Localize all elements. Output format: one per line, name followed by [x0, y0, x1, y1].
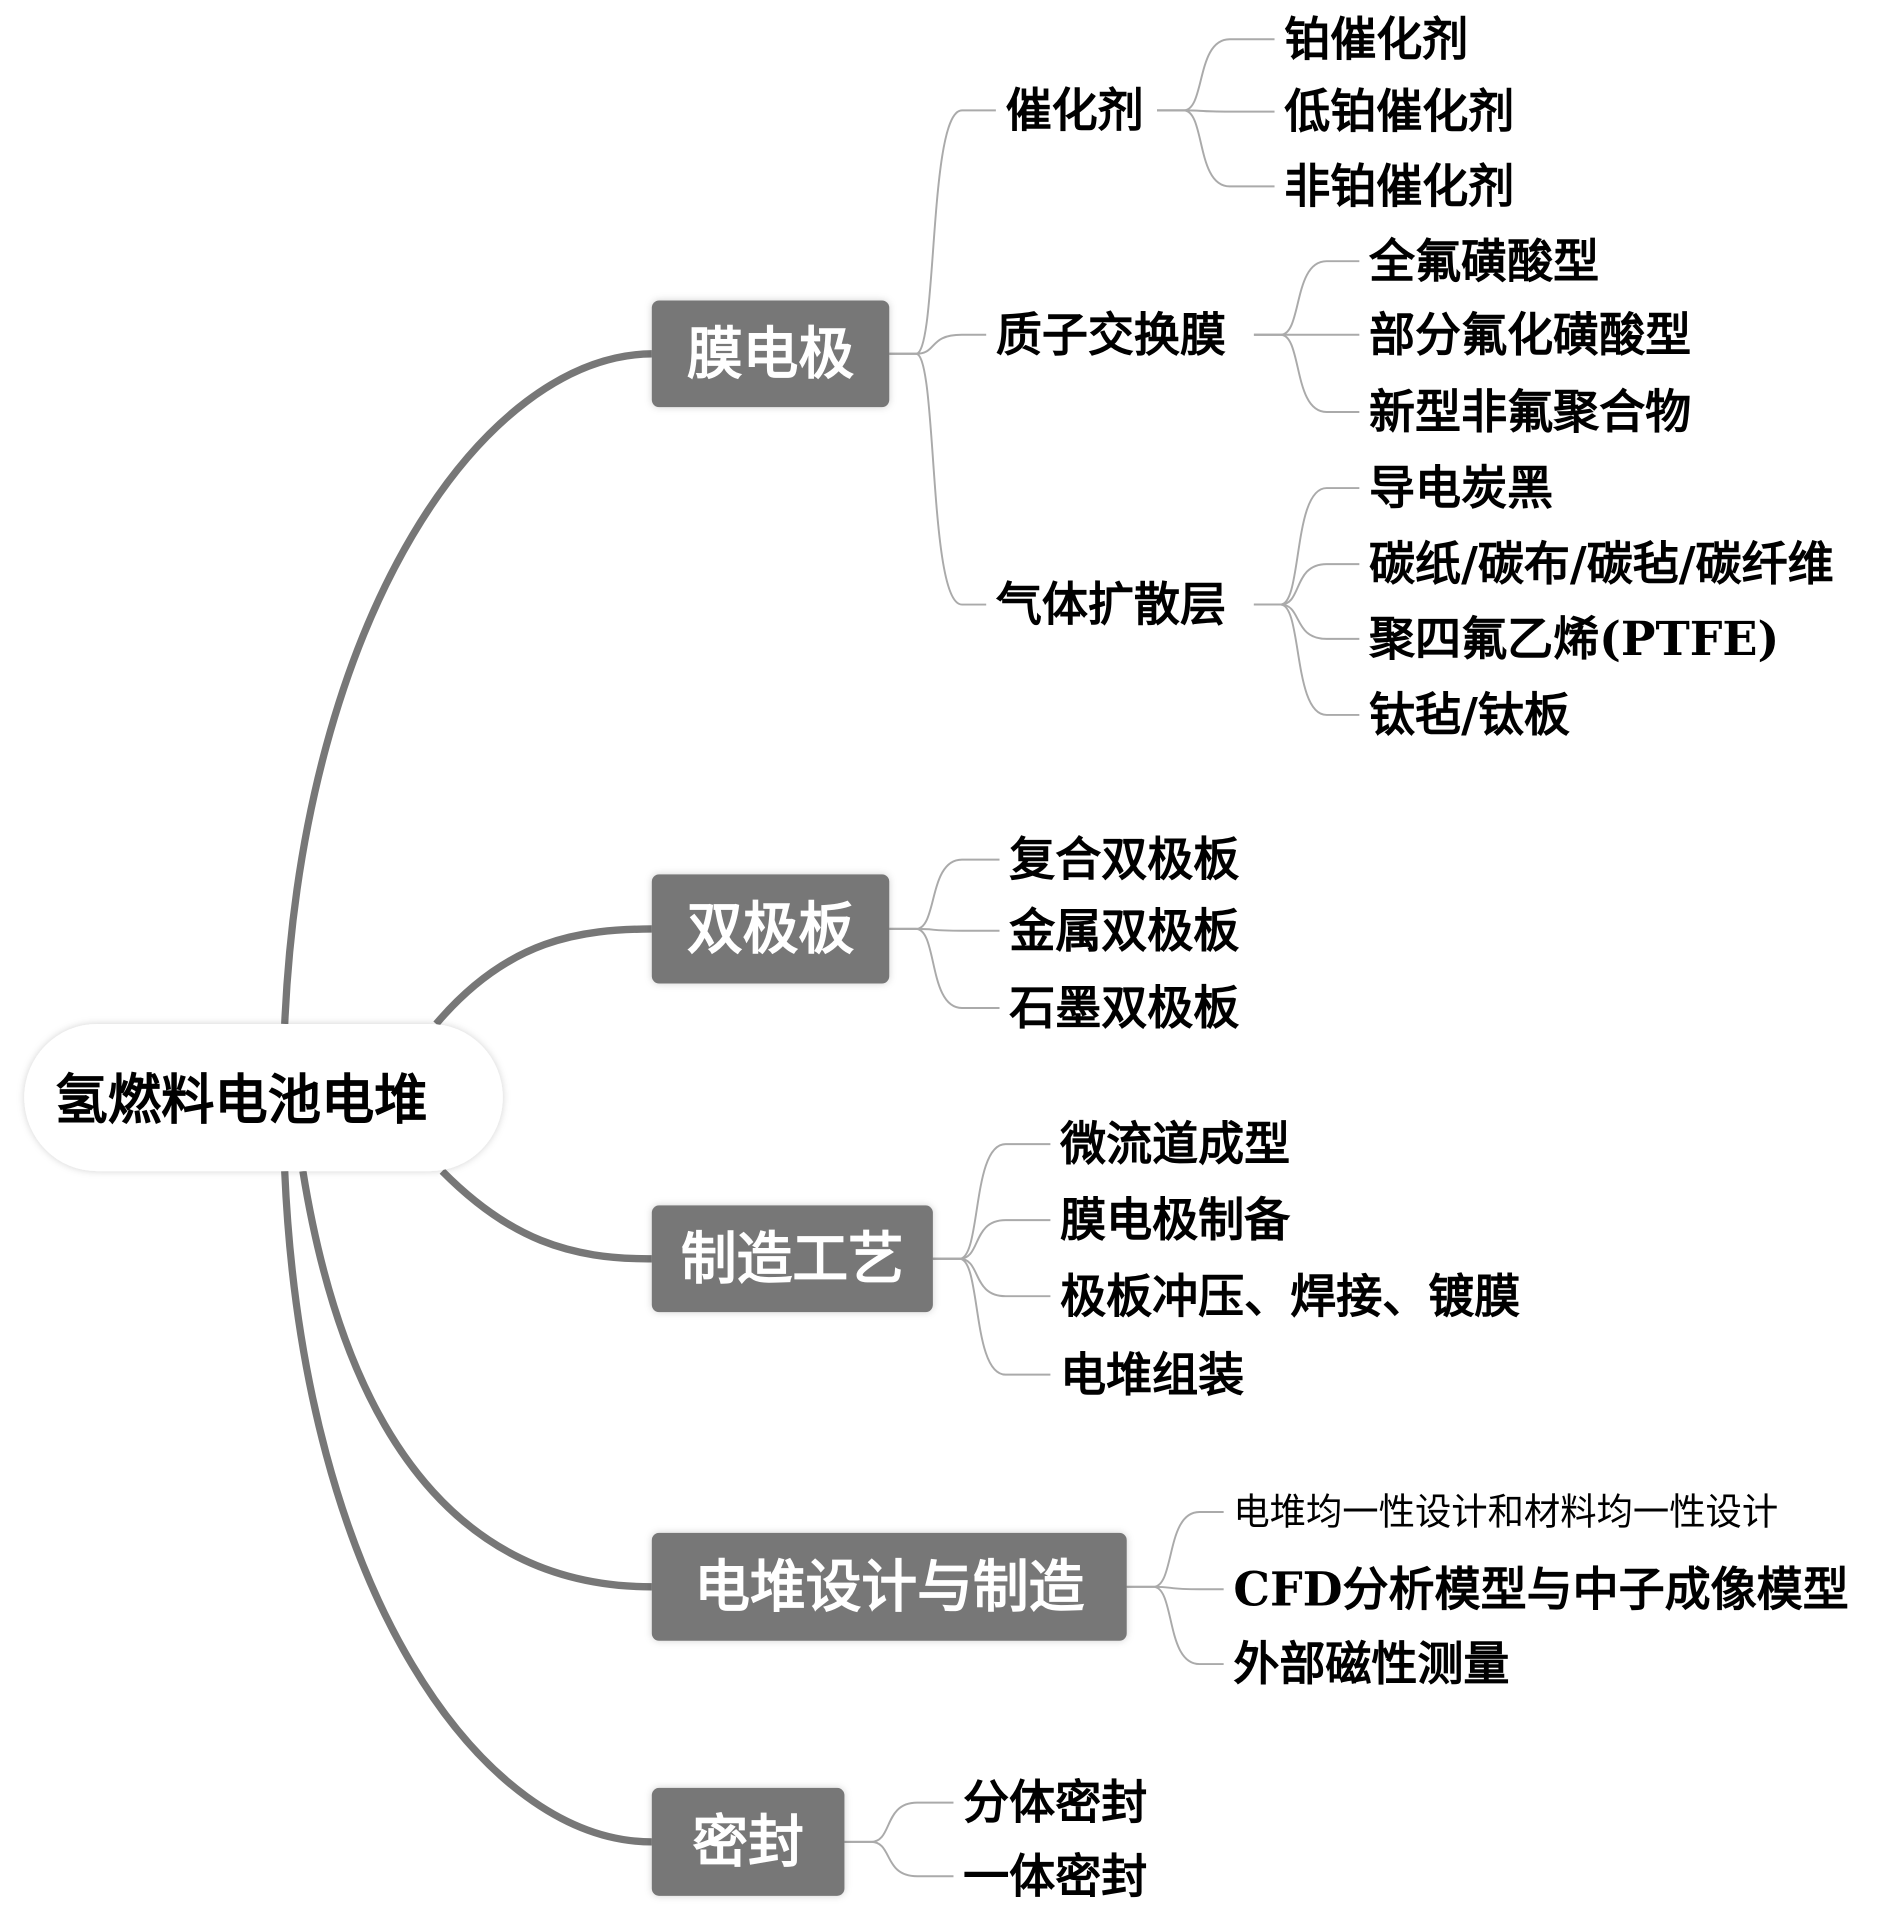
- connector-line: [889, 109, 996, 355]
- leaf-topic-label: 全氟磺酸型: [1368, 234, 1599, 288]
- connector-line: [1157, 38, 1275, 112]
- branch-node-label: 制造工艺: [681, 1226, 904, 1292]
- connector-line: [932, 1143, 1051, 1260]
- branch-node[interactable]: [651, 1205, 933, 1313]
- connector-line: [1253, 563, 1360, 606]
- connector-line: [1126, 1585, 1224, 1666]
- leaf-topic-label: 碳纸/碳布/碳毡/碳纤维: [1369, 537, 1834, 591]
- leaf-topic-label: 电堆组装: [1060, 1347, 1244, 1401]
- connector-line: [1253, 487, 1360, 606]
- connector-line: [844, 1840, 954, 1878]
- connector-line: [1253, 603, 1360, 640]
- leaf-topic-label: 复合双极板: [1009, 832, 1240, 886]
- connector-line: [889, 858, 1000, 930]
- connector-line: [889, 352, 987, 606]
- connector-line: [1126, 1511, 1224, 1588]
- connector-line: [932, 1219, 1051, 1260]
- branch-node-label: 密封: [692, 1809, 803, 1875]
- leaf-topic-label: 非铂催化剂: [1284, 159, 1514, 213]
- connector-line: [889, 333, 987, 355]
- branch-connector: [299, 1170, 652, 1591]
- leaf-topic-label: 新型非氟聚合物: [1369, 385, 1691, 439]
- connector-line: [1157, 109, 1275, 188]
- leaf-topic-label: 钛毡/钛板: [1369, 688, 1571, 742]
- branch-node[interactable]: [651, 1532, 1127, 1641]
- branch-node-label: 双极板: [687, 896, 854, 962]
- leaf-topic-label: 电堆均一性设计和材料均一性设计: [1233, 1490, 1778, 1533]
- connector-line: [889, 927, 1000, 1009]
- branch-connector: [433, 925, 652, 1027]
- connector-line: [844, 1801, 954, 1843]
- branch-node-label: 电堆设计与制造: [694, 1554, 1084, 1620]
- connector-line: [1253, 260, 1360, 336]
- subtopic-label: 气体扩散层: [996, 577, 1226, 631]
- leaf-topic-label: 一体密封: [963, 1849, 1147, 1903]
- branch-connector: [281, 1170, 652, 1846]
- connector-line: [932, 1257, 1051, 1376]
- root-node-label: 氢燃料电池电堆: [55, 1068, 428, 1131]
- leaf-topic-label: 膜电极制备: [1060, 1193, 1291, 1247]
- connector-line: [1253, 333, 1360, 414]
- branch-node-label: 膜电极: [687, 321, 854, 387]
- leaf-topic-label: 聚四氟乙烯(PTFE): [1368, 612, 1779, 666]
- leaf-topic-label: 微流道成型: [1059, 1117, 1290, 1171]
- subtopic-label: 催化剂: [1006, 83, 1144, 137]
- leaf-topic-label: 金属双极板: [1008, 904, 1240, 958]
- root-node[interactable]: [24, 1023, 503, 1172]
- leaf-topic-label: 分体密封: [963, 1775, 1147, 1829]
- subtopic-label: 质子交换膜: [996, 308, 1226, 362]
- leaf-topic-label: 外部磁性测量: [1233, 1637, 1509, 1691]
- branch-connector: [439, 1168, 652, 1263]
- leaf-topic-label: 铂催化剂: [1284, 12, 1468, 66]
- branch-connector: [281, 350, 652, 1025]
- leaf-topic-label: 极板冲压、焊接、镀膜: [1060, 1269, 1520, 1323]
- branch-node[interactable]: [651, 1787, 845, 1896]
- branch-node[interactable]: [651, 300, 890, 408]
- leaf-topic-label: CFD分析模型与中子成像模型: [1233, 1562, 1848, 1616]
- connector-line: [1253, 603, 1360, 716]
- leaf-topic-label: 石墨双极板: [1009, 981, 1240, 1035]
- leaf-topic-label: 部分氟化磺酸型: [1369, 308, 1691, 362]
- leaf-topic-label: 导电炭黑: [1369, 461, 1553, 515]
- leaf-topic-label: 低铂催化剂: [1284, 84, 1514, 138]
- branch-node[interactable]: [651, 874, 890, 984]
- connector-line: [932, 1257, 1051, 1298]
